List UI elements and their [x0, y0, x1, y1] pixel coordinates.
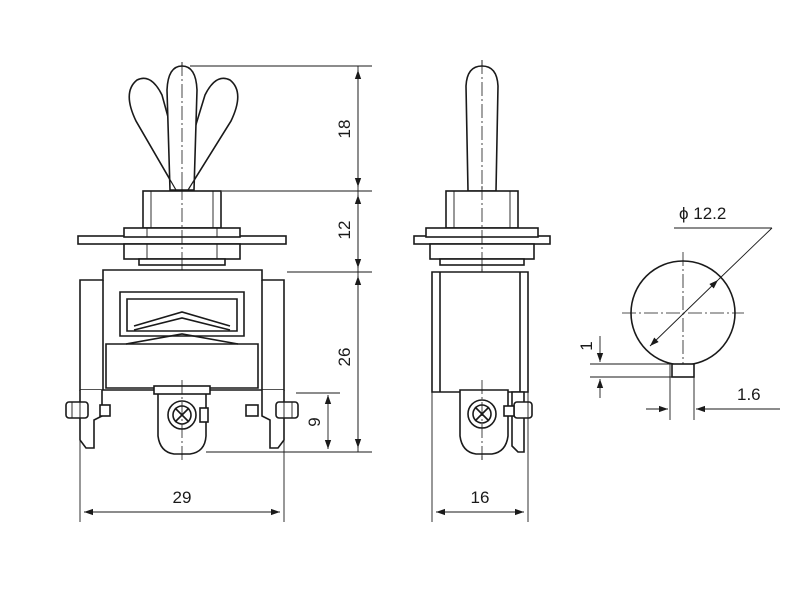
- terminal-left: [65, 390, 111, 449]
- dimension-label-12: 12: [335, 221, 354, 240]
- pin: [671, 363, 695, 378]
- dimension-label-16: 16: [471, 488, 490, 507]
- front-view: 18 12 26 9 29: [65, 62, 372, 522]
- dimension-line-diameter: [649, 279, 719, 347]
- dimension-label-1-6: 1.6: [737, 385, 761, 404]
- dimension-label-9: 9: [305, 417, 324, 426]
- side-view: 16: [413, 60, 551, 522]
- dimension-label-diameter: ϕ 12.2: [679, 204, 726, 223]
- dimension-label-26: 26: [335, 348, 354, 367]
- terminal-side: [459, 389, 533, 455]
- terminal-right: [245, 390, 299, 449]
- dimension-label-1: 1: [577, 341, 596, 350]
- housing-front: [79, 269, 285, 391]
- lever-right-position: [175, 77, 239, 191]
- housing-side: [431, 271, 529, 393]
- lever-left-position: [128, 77, 189, 191]
- dimension-label-29: 29: [173, 488, 192, 507]
- lever-center-position: [135, 65, 232, 191]
- knob-end-view: ϕ 12.2 1 1.6: [577, 204, 780, 420]
- dimension-label-18: 18: [335, 120, 354, 139]
